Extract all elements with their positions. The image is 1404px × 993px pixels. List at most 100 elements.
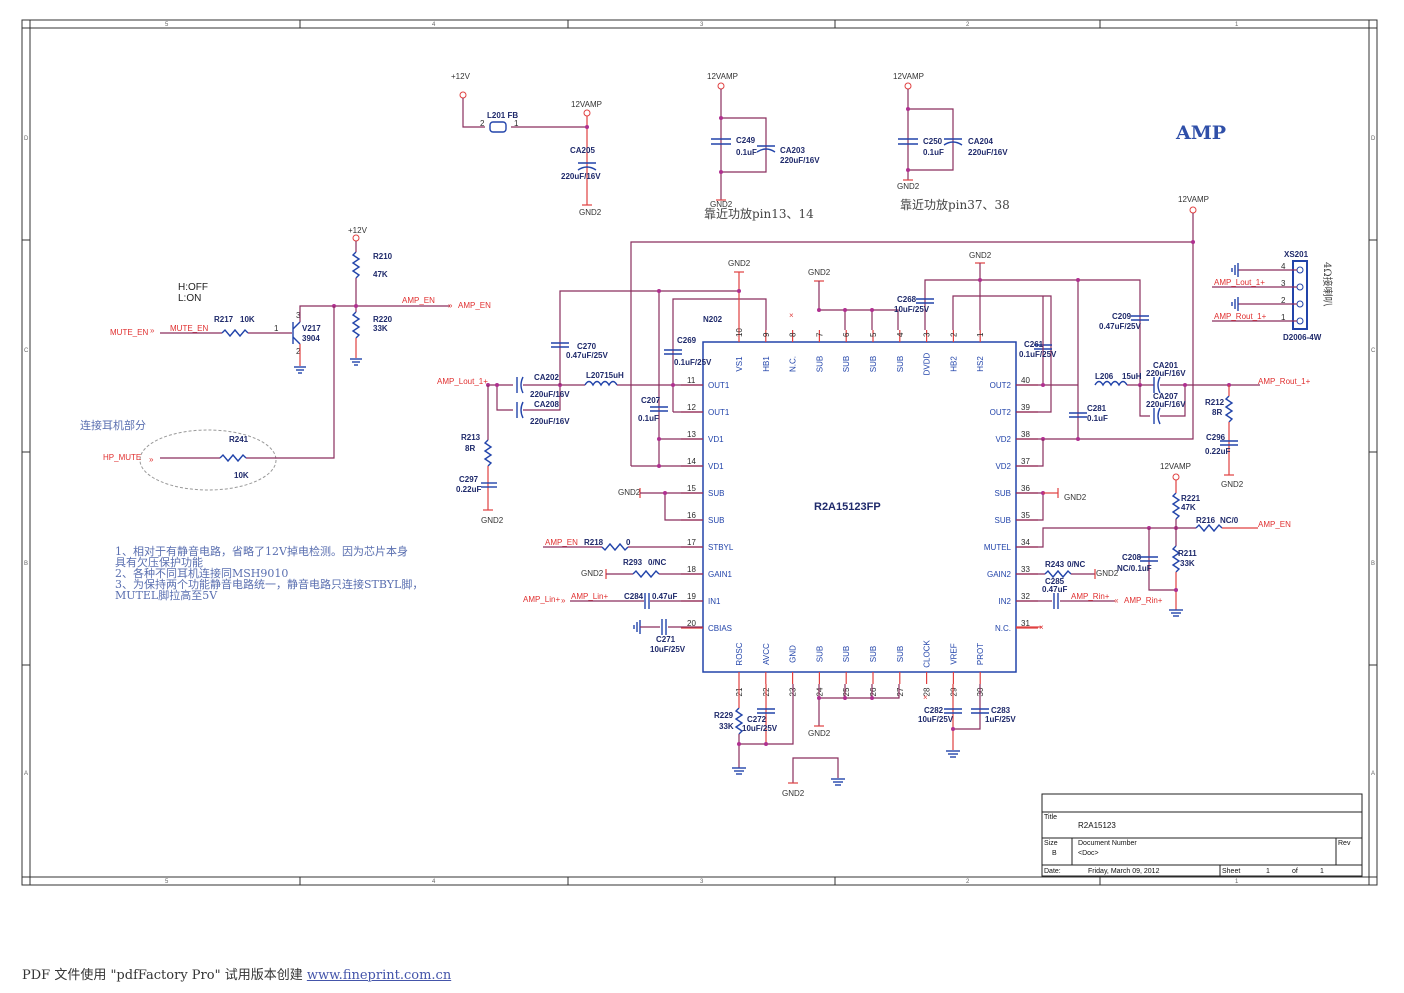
mute-en-net: MUTE_EN	[170, 324, 208, 333]
ic-pin-name: HS2	[976, 356, 985, 372]
zone-col-5-bottom: 5	[165, 879, 169, 885]
v217-ref: V217	[302, 324, 321, 333]
ca207-ref: CA207	[1153, 392, 1178, 401]
ic-pin-name: OUT1	[708, 408, 730, 417]
ic-pin-number: 9	[762, 332, 771, 337]
gnd2-label: GND2	[481, 516, 504, 525]
r221-ref: R221	[1181, 494, 1201, 503]
zone-col-4: 4	[432, 22, 436, 28]
note-pin13-14: 靠近功放pin13、14	[704, 206, 814, 221]
gnd2-label: GND2	[808, 268, 831, 277]
c297-ref: C297	[459, 475, 479, 484]
xs201-ref: XS201	[1284, 250, 1309, 259]
c282-value: 10uF/25V	[918, 715, 954, 724]
r293-ref: R293	[623, 558, 643, 567]
c269-ref: C269	[677, 336, 697, 345]
ic-pin-name: GAIN2	[987, 570, 1012, 579]
ic-ref: N202	[703, 315, 723, 324]
ic-pin-name: CBIAS	[708, 624, 732, 633]
net-12vamp: 12VAMP	[707, 72, 738, 81]
c268-value: 10uF/25V	[894, 305, 930, 314]
r217-value: 10K	[240, 315, 255, 324]
v217-pin1: 1	[274, 324, 279, 333]
headphone-section: 连接耳机部分 HP_MUTE » R241 10K	[80, 418, 280, 491]
date-value: Friday, March 09, 2012	[1088, 868, 1160, 875]
zone-row-b: B	[24, 561, 28, 567]
r216-ref: R216	[1196, 516, 1216, 525]
port-arrow: »	[561, 596, 566, 605]
r229-value: 33K	[719, 722, 734, 731]
c296-value: 0.22uF	[1205, 447, 1230, 456]
ic-pin-number: 2	[949, 332, 958, 337]
ic-pin-name: SUB	[708, 489, 724, 498]
sheet-frame	[21, 19, 1378, 886]
gnd2-label: GND2	[782, 789, 805, 798]
zone-col-2-bottom: 2	[966, 879, 970, 885]
sheet-title-amp: AMP	[1175, 122, 1226, 144]
xs201-pin4: 4	[1281, 262, 1286, 271]
mute-hoff-note: H:OFF	[178, 282, 208, 293]
amp-lin-net: AMP_Lin+	[571, 592, 608, 601]
c208-ref: C208	[1122, 553, 1142, 562]
v217-pin2: 2	[296, 347, 301, 356]
c281-ref: C281	[1087, 404, 1107, 413]
mute-en-port: MUTE_EN	[110, 328, 148, 337]
gnd2-label: GND2	[1096, 569, 1119, 578]
amp-en-net-left: AMP_EN	[545, 538, 578, 547]
ic-pin-number: 15	[687, 484, 696, 493]
ic-pin-number: 33	[1021, 565, 1030, 574]
c281-value: 0.1uF	[1087, 414, 1108, 423]
mute-circuit: H:OFF L:ON MUTE_EN » MUTE_EN R217 10K 1 …	[110, 226, 491, 459]
r293-value: 0/NC	[648, 558, 666, 567]
zone-row-b-right: B	[1371, 561, 1375, 567]
c296-ref: C296	[1206, 433, 1226, 442]
c249-ref: C249	[736, 136, 756, 145]
ic-pin-number: 29	[949, 687, 958, 696]
gnd2-label: GND2	[579, 208, 602, 217]
ic-pin-number: 1	[976, 332, 985, 337]
r217-ref: R217	[214, 315, 234, 324]
size-value: B	[1052, 850, 1057, 857]
xs201-pin1: 1	[1281, 313, 1286, 322]
ic-pin-name: SUB	[842, 356, 851, 372]
r210-value: 47K	[373, 270, 388, 279]
zone-col-5: 5	[165, 22, 169, 28]
ic-pin-name: HB2	[949, 356, 958, 372]
ic-pin-name: OUT2	[990, 381, 1012, 390]
l207-ref: L20715uH	[586, 371, 624, 380]
ic-pin-number: 25	[842, 687, 851, 696]
c207-value: 0.1uF	[638, 414, 659, 423]
port-arrow: »	[149, 455, 154, 464]
ic-pin-name: SUB	[815, 356, 824, 372]
ic-pin-name: VD2	[995, 435, 1011, 444]
bottom-pin-network: R229 33K C272 10uF/25V GND2 × C282 10uF/…	[714, 684, 1016, 798]
title-label: Title	[1044, 814, 1057, 821]
net-12vamp: 12VAMP	[571, 100, 602, 109]
c271-ref: C271	[656, 635, 676, 644]
net-12v: +12V	[348, 226, 368, 235]
ic-pin-name: IN2	[999, 597, 1012, 606]
ic-pin-name: SUB	[815, 646, 824, 662]
footer-link[interactable]: www.fineprint.com.cn	[306, 968, 452, 983]
amp-lin-port: AMP_Lin+	[523, 595, 560, 604]
r221-value: 47K	[1181, 503, 1196, 512]
ca204-ref: CA204	[968, 137, 993, 146]
zone-col-3: 3	[700, 22, 704, 28]
xs201-part: D2006-4W	[1283, 333, 1322, 342]
net-12v: +12V	[451, 72, 471, 81]
decoupling-pin13-14: 12VAMP C249 0.1uF CA203 220uF/16V GND2 靠…	[704, 72, 820, 221]
amp-rin-port: AMP_Rin+	[1124, 596, 1163, 605]
c208-value: NC/0.1uF	[1117, 564, 1152, 573]
date-label: Date:	[1044, 868, 1061, 875]
r229-ref: R229	[714, 711, 734, 720]
gnd2-label: GND2	[728, 259, 751, 268]
ic-pin-name: CLOCK	[923, 640, 932, 668]
ic-pin-name: ROSC	[735, 642, 744, 665]
ic-pin-number: 18	[687, 565, 696, 574]
nc-marker: ×	[1039, 623, 1044, 632]
r241-ref: R241	[229, 435, 249, 444]
ic-pin-number: 27	[896, 687, 905, 696]
ic-pin-name: MUTEL	[984, 543, 1012, 552]
amp-rout-net: AMP_Rout_1+	[1258, 377, 1311, 386]
